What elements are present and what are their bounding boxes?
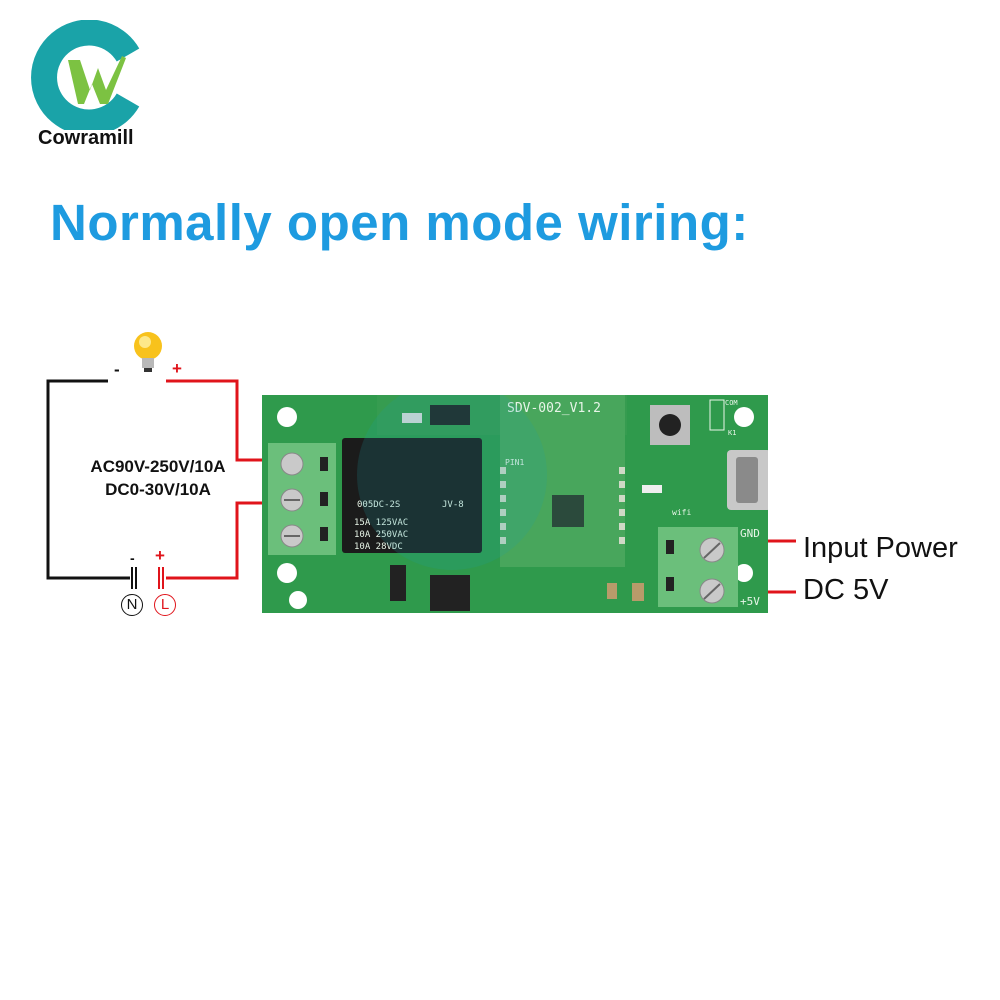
relay-model-text: 005DC-2S — [357, 500, 400, 510]
wifi-led-label: wifi — [672, 508, 691, 517]
live-label: L — [154, 594, 176, 616]
gnd-label: GND — [740, 527, 760, 540]
com-label: COM — [725, 399, 738, 407]
usb-c-port — [727, 450, 768, 510]
relay: 005DC-2S JV-8 15A 125VAC 10A 250VAC 10A … — [342, 438, 482, 553]
neutral-label: N — [121, 594, 143, 616]
neutral-wire — [46, 379, 130, 580]
bulb-plus-sign: + — [172, 359, 182, 378]
relay-board: 005DC-2S JV-8 15A 125VAC 10A 250VAC 10A … — [262, 395, 768, 613]
k1-label: K1 — [728, 429, 736, 437]
cowramill-logo — [31, 20, 140, 130]
load-terminal-block — [268, 443, 336, 555]
pin1-label: PIN1 — [505, 458, 524, 467]
ac-spec-label: AC90V-250V/10A — [90, 457, 226, 476]
relay-rating-3: 10A 28VDC — [354, 542, 403, 552]
wifi-chip — [552, 495, 584, 527]
source-minus-sign: - — [130, 550, 135, 566]
wifi-led — [642, 485, 662, 493]
bulb-minus-sign: - — [114, 360, 120, 379]
mounting-holes — [277, 407, 754, 609]
smd-components — [390, 405, 644, 611]
source-plus-sign: + — [155, 546, 165, 565]
page-title: Normally open mode wiring: — [50, 194, 749, 251]
dc-spec-label: DC0-30V/10A — [105, 480, 211, 499]
reset-button — [650, 405, 690, 445]
relay-rating-2: 10A 250VAC — [354, 530, 408, 540]
wifi-module: SDV-002_V1.2 PIN1 — [500, 395, 625, 567]
brand-name: Cowramill — [38, 127, 134, 149]
relay-brand-text: JV-8 — [442, 500, 464, 510]
light-bulb-icon — [134, 332, 162, 372]
watermark-logo — [357, 395, 547, 570]
logo-w-shape — [68, 56, 126, 104]
plus5v-label: +5V — [740, 595, 760, 608]
dc-5v-label: DC 5V — [803, 574, 889, 606]
com-header — [709, 399, 725, 431]
power-terminal-block — [658, 527, 738, 607]
relay-rating-1: 15A 125VAC — [354, 518, 408, 528]
module-model-text: SDV-002_V1.2 — [507, 401, 601, 416]
input-power-label: Input Power — [803, 532, 958, 564]
logo-c-shape — [31, 20, 140, 130]
